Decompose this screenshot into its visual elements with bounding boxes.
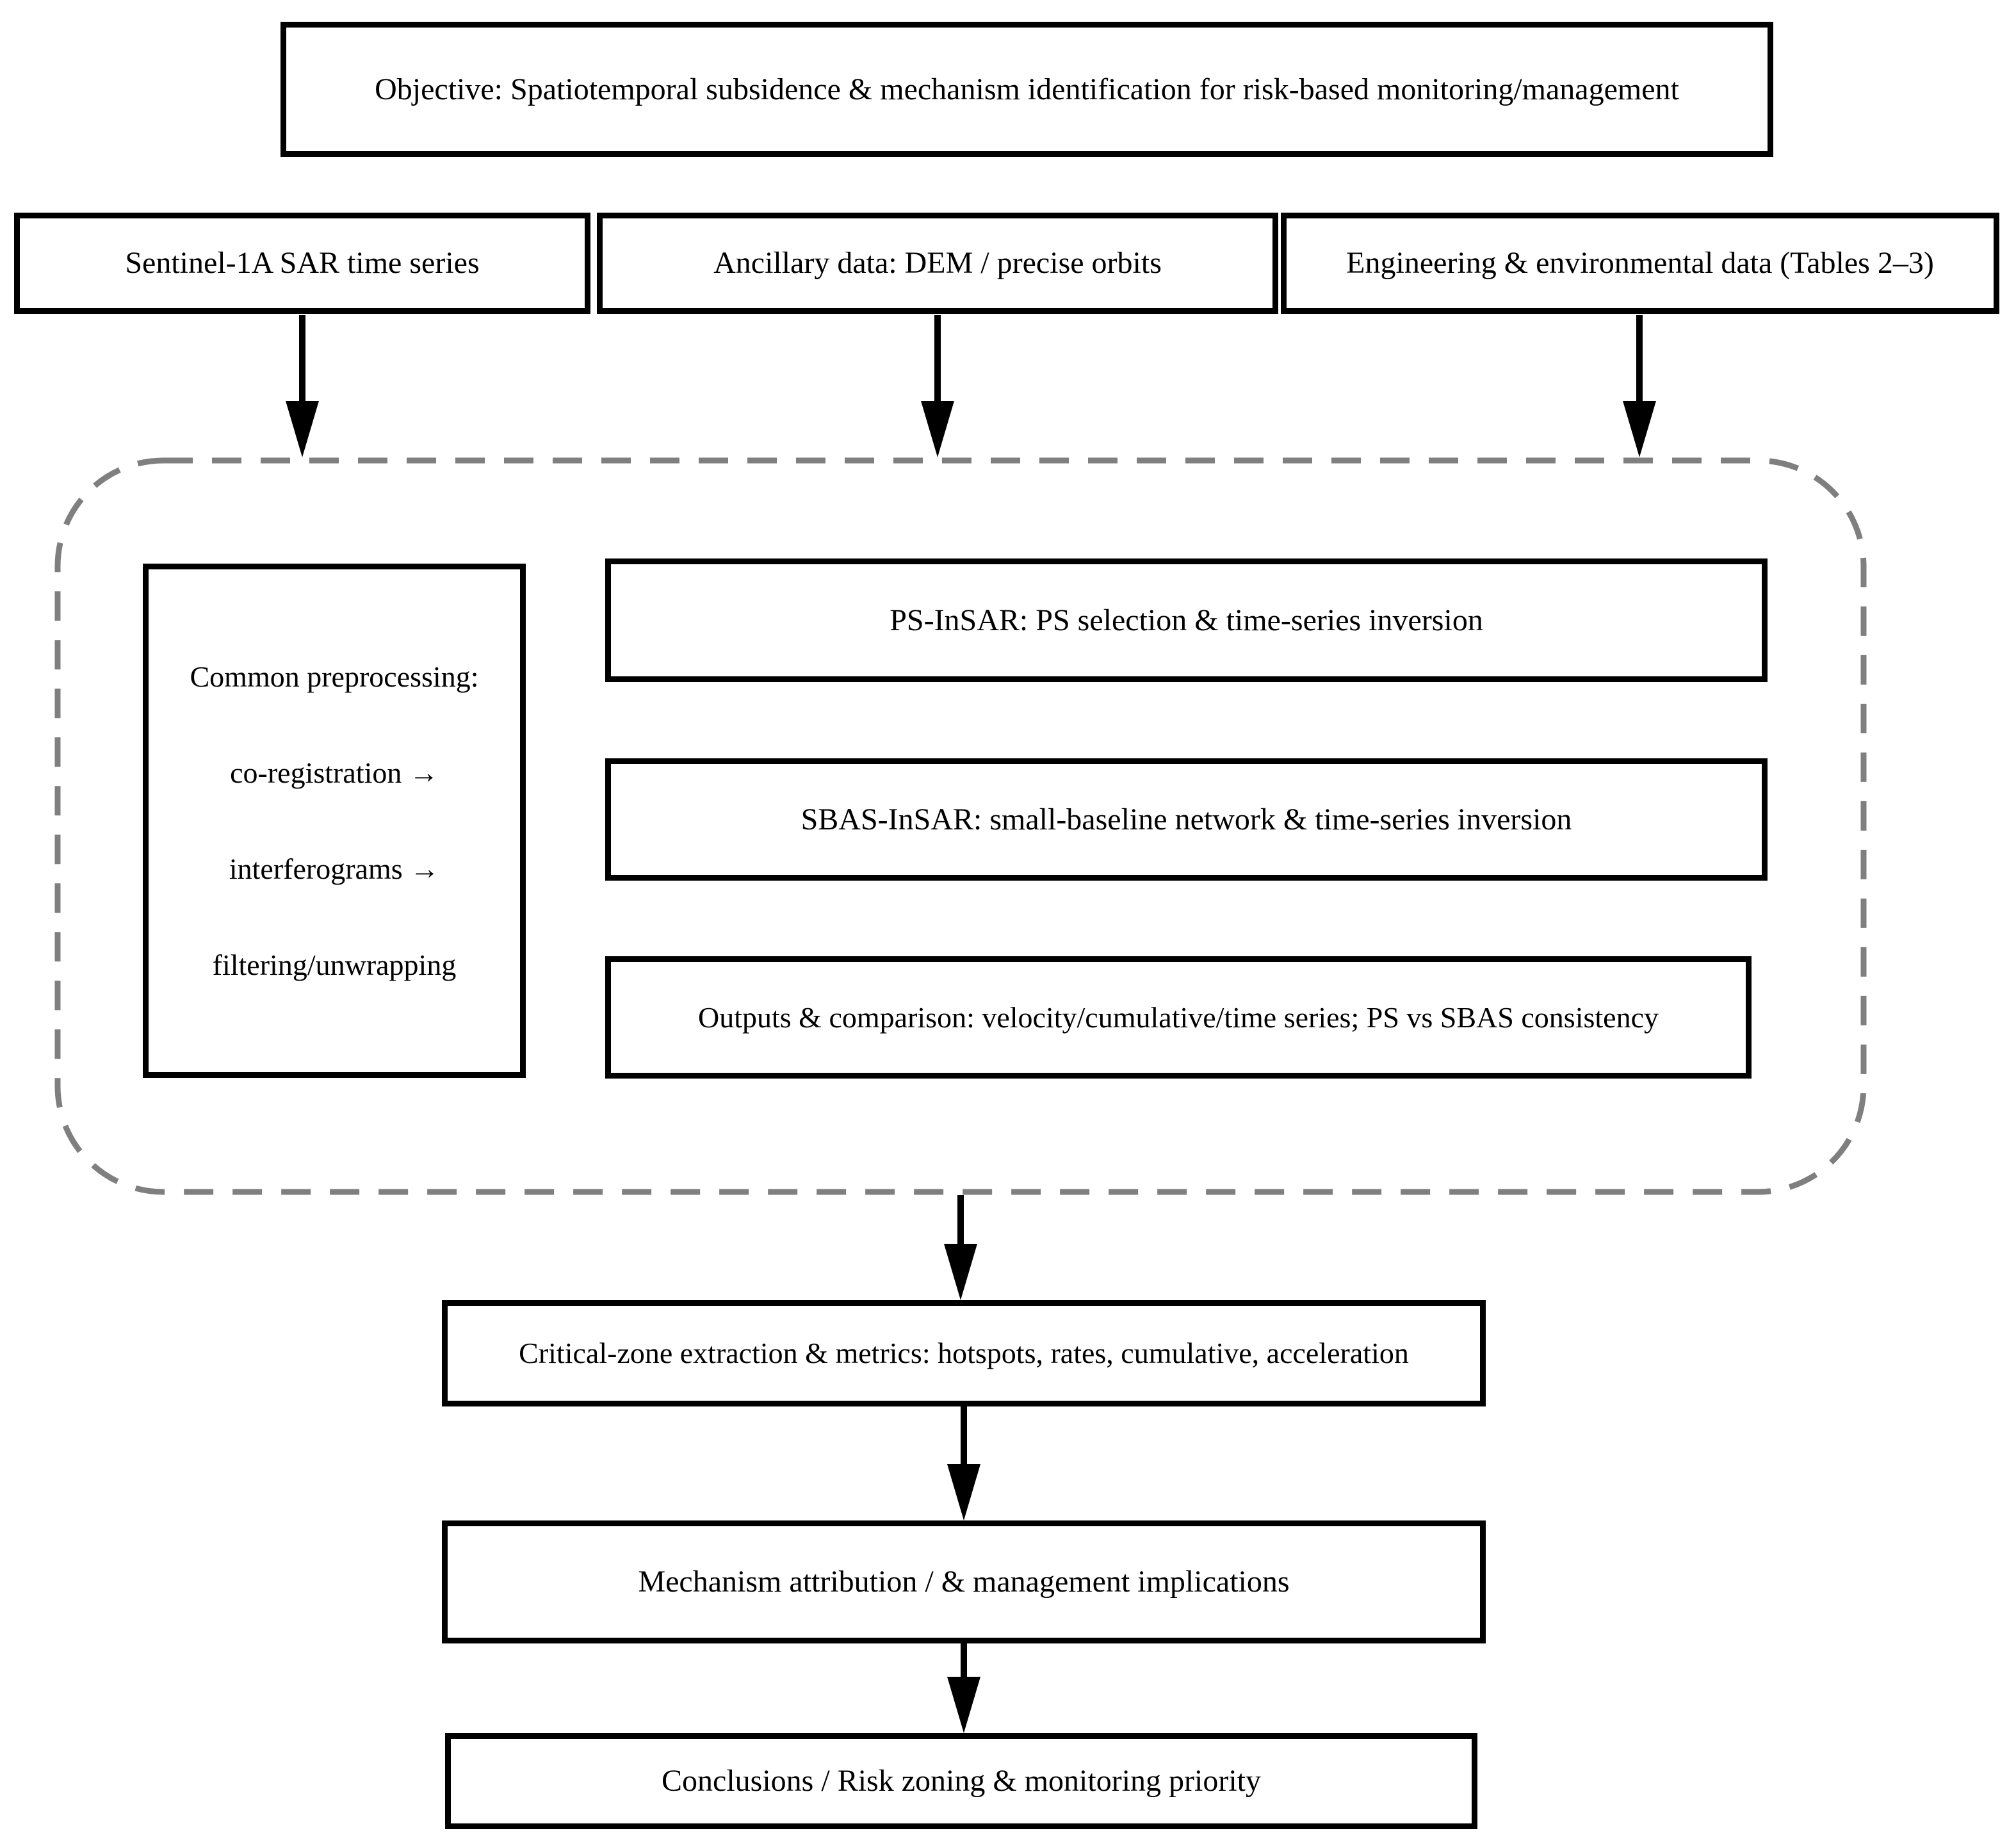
preprocessing-box: Common preprocessing: co-registration → …	[143, 564, 526, 1078]
mechanism-label: Mechanism attribution / & management imp…	[638, 1565, 1290, 1599]
arrow-shaft	[1636, 315, 1643, 401]
arrow-down-icon	[1623, 315, 1656, 457]
input-box-engineering: Engineering & environmental data (Tables…	[1281, 213, 1999, 314]
input-sentinel-label: Sentinel-1A SAR time series	[125, 246, 480, 280]
arrow-head	[944, 1244, 977, 1300]
arrow-shaft	[957, 1195, 964, 1244]
preprocessing-line: interferograms →	[229, 852, 440, 885]
arrow-down-icon	[947, 1643, 980, 1733]
arrow-head	[286, 401, 319, 457]
sbas-insar-box: SBAS-InSAR: small-baseline network & tim…	[605, 758, 1768, 881]
arrow-shaft	[934, 315, 941, 401]
arrow-head	[921, 401, 954, 457]
critical-zone-label: Critical-zone extraction & metrics: hots…	[519, 1337, 1409, 1370]
arrow-head	[1623, 401, 1656, 457]
input-ancillary-label: Ancillary data: DEM / precise orbits	[713, 246, 1162, 280]
input-box-sentinel: Sentinel-1A SAR time series	[14, 213, 590, 314]
objective-label: Objective: Spatiotemporal subsidence & m…	[375, 72, 1679, 106]
input-engineering-label: Engineering & environmental data (Tables…	[1346, 246, 1934, 280]
arrow-shaft	[299, 315, 305, 401]
ps-insar-label: PS-InSAR: PS selection & time-series inv…	[890, 603, 1483, 637]
mechanism-box: Mechanism attribution / & management imp…	[442, 1520, 1486, 1643]
arrow-down-icon	[944, 1195, 977, 1300]
critical-zone-box: Critical-zone extraction & metrics: hots…	[442, 1300, 1486, 1406]
ps-insar-box: PS-InSAR: PS selection & time-series inv…	[605, 558, 1768, 682]
arrow-down-icon	[947, 1406, 980, 1520]
processing-group-outline	[54, 457, 1867, 1195]
conclusions-label: Conclusions / Risk zoning & monitoring p…	[662, 1764, 1261, 1798]
arrow-down-icon	[286, 315, 319, 457]
preprocessing-line: co-registration →	[230, 756, 439, 789]
arrow-head	[947, 1677, 980, 1733]
preprocessing-line: Common preprocessing:	[190, 660, 479, 693]
preprocessing-line: filtering/unwrapping	[212, 948, 457, 981]
conclusions-box: Conclusions / Risk zoning & monitoring p…	[445, 1733, 1477, 1829]
outputs-comparison-box: Outputs & comparison: velocity/cumulativ…	[605, 956, 1752, 1079]
arrow-shaft	[961, 1406, 967, 1464]
arrow-shaft	[961, 1643, 967, 1677]
objective-box: Objective: Spatiotemporal subsidence & m…	[280, 22, 1773, 157]
sbas-insar-label: SBAS-InSAR: small-baseline network & tim…	[801, 802, 1572, 836]
arrow-down-icon	[921, 315, 954, 457]
outputs-comparison-label: Outputs & comparison: velocity/cumulativ…	[698, 1000, 1659, 1034]
arrow-head	[947, 1464, 980, 1520]
input-box-ancillary: Ancillary data: DEM / precise orbits	[597, 213, 1278, 314]
